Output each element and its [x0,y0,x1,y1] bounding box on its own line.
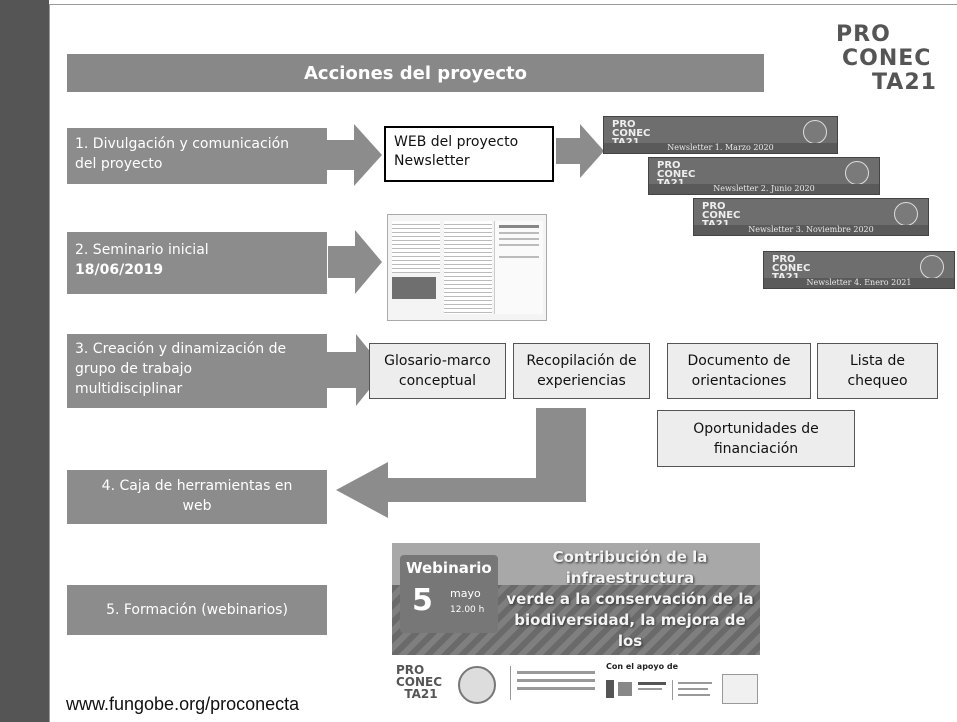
step-2-line-1: 2. Seminario inicial [75,242,209,258]
task-recopilacion-line-2: experiencias [537,373,626,389]
arrow-right-icon [326,124,382,186]
task-documento: Documento de orientaciones [667,343,811,399]
webinar-time: 12.00 h [450,605,485,615]
proconecta-logo: PRO CONEC TA21 [828,22,957,102]
web-box-line-1: WEB del proyecto [394,134,519,150]
seal-icon [845,161,869,185]
frame-line-top [49,4,957,5]
slide-sidebar [0,0,49,722]
logo-line-1: PRO [836,22,891,47]
web-newsletter-box: WEB del proyecto Newsletter [384,126,554,182]
step-3-line-2: grupo de trabajo [75,361,193,377]
support-label: Con el apoyo de [606,662,679,671]
webinar-date-box [400,555,498,633]
step-1-box: 1. Divulgación y comunicación del proyec… [67,128,327,184]
seal-icon [894,202,918,226]
task-oportunidades-line-1: Oportunidades de [693,420,819,437]
task-glosario-line-2: conceptual [398,373,477,389]
webinar-description: Contribución de la infraestructura verde… [506,548,754,655]
task-glosario: Glosario-marco conceptual [369,343,506,399]
arrow-bent-left-icon [336,408,586,518]
webinar-label: Webinario [406,559,492,577]
step-4-box: 4. Caja de herramientas en web [67,470,327,524]
webinar-day: 5 [412,583,433,618]
task-documento-line-1: Documento de [687,353,791,369]
step-2-date: 18/06/2019 [75,262,164,278]
seminar-brochure-thumbnail [387,214,547,321]
task-documento-line-2: orientaciones [691,373,787,389]
logo-line-3: TA21 [872,70,937,95]
newsletter-4-caption: Newsletter 4. Enero 2021 [764,278,954,288]
eu-seal-icon [458,666,496,704]
arrow-right-icon [556,124,604,178]
seal-icon [803,120,827,144]
arrow-right-icon [328,230,382,294]
task-recopilacion-line-1: Recopilación de [526,353,637,369]
frame-line-left [49,4,50,722]
step-4-line-1: 4. Caja de herramientas en [101,478,293,494]
biodiversidad-logo [722,674,758,704]
step-3-line-1: 3. Creación y dinamización de [75,341,287,357]
webinar-banner: Webinario 5 mayo 12.00 h Contribución de… [392,543,760,655]
task-oportunidades-line-2: financiación [713,440,799,457]
fundacion-logo [510,666,601,700]
task-lista: Lista de chequeo [817,343,938,399]
step-5-box: 5. Formación (webinarios) [67,585,327,635]
logo-line-2: CONEC [842,46,932,71]
step-3-box: 3. Creación y dinamización de grupo de t… [67,334,327,408]
task-lista-line-1: Lista de [849,353,905,369]
slide-title: Acciones del proyecto [67,54,764,92]
webinar-month: mayo [450,587,481,600]
brochure-photo [392,277,436,299]
task-glosario-line-1: Glosario-marco [384,353,491,369]
web-box-line-2: Newsletter [394,153,470,169]
step-5-line-1: 5. Formación (webinarios) [106,602,288,618]
newsletter-1-caption: Newsletter 1. Marzo 2020 [604,143,837,153]
step-3-line-3: multidisciplinar [75,381,183,397]
task-recopilacion: Recopilación de experiencias [513,343,650,399]
task-oportunidades: Oportunidades de financiación [657,410,855,467]
newsletter-3-caption: Newsletter 3. Noviembre 2020 [694,225,928,235]
task-lista-line-2: chequeo [847,373,908,389]
government-logo [606,678,716,702]
step-4-line-2: web [182,498,212,514]
seal-icon [920,255,944,279]
step-2-box: 2. Seminario inicial 18/06/2019 [67,232,327,294]
step-1-line-2: del proyecto [75,156,163,172]
footer-url: www.fungobe.org/proconecta [66,694,300,714]
newsletter-2-caption: Newsletter 2. Junio 2020 [649,184,879,194]
step-1-line-1: 1. Divulgación y comunicación [75,136,290,152]
